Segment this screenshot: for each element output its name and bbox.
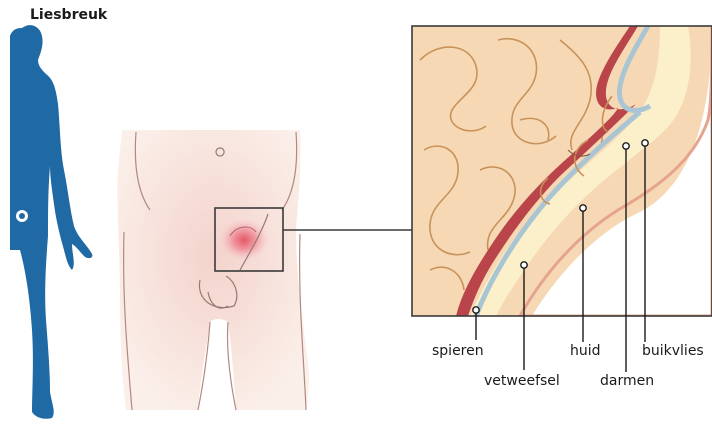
label-darmen: darmen (600, 373, 654, 389)
pointer-spieren (473, 307, 479, 313)
hernia-bulge (218, 218, 270, 262)
pointer-vetweefsel (521, 262, 527, 268)
label-spieren: spieren (432, 343, 484, 359)
pointer-buikvlies (642, 140, 648, 146)
lower-torso (117, 130, 308, 410)
pointer-huid (580, 205, 586, 211)
body-silhouette (10, 25, 92, 419)
label-buikvlies: buikvlies (642, 343, 704, 359)
label-huid: huid (570, 343, 601, 359)
label-vetweefsel: vetweefsel (484, 373, 560, 389)
zoom-panel (412, 26, 712, 316)
pointer-darmen (623, 143, 629, 149)
